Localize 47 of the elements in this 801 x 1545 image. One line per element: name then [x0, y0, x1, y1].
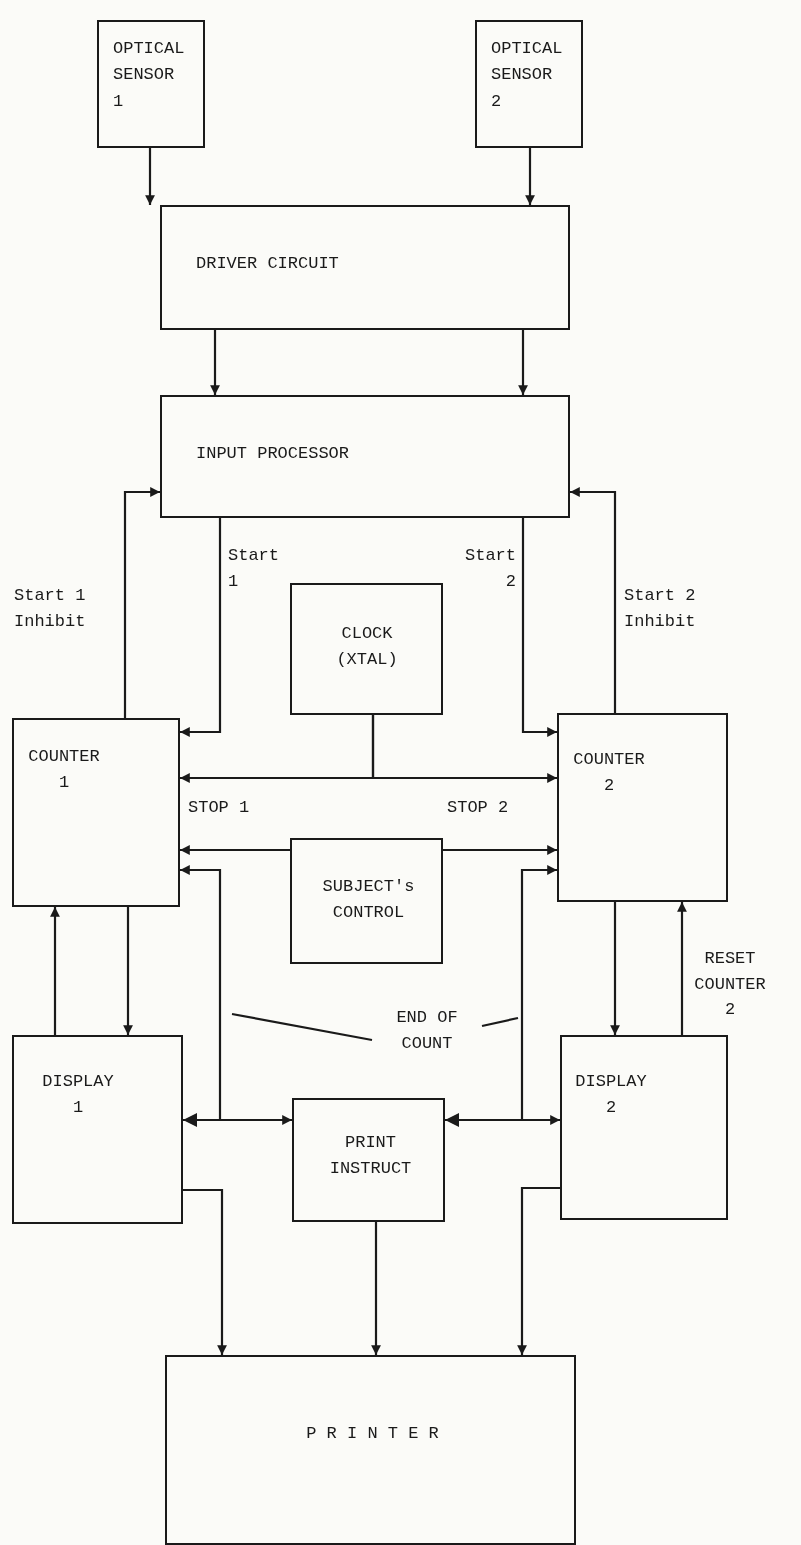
block-label: CLOCK (XTAL)	[335, 623, 399, 672]
block-label: INPUT PROCESSOR	[196, 443, 351, 465]
arrow	[180, 518, 222, 737]
block-box	[292, 1098, 445, 1222]
arrow	[445, 1113, 560, 1127]
arrow	[677, 902, 687, 1035]
arrow	[123, 487, 160, 718]
arrow	[145, 148, 155, 205]
block-box	[160, 395, 570, 518]
block-label: DISPLAY 2	[574, 1071, 648, 1120]
arrow	[517, 1186, 560, 1355]
arrow	[371, 1222, 381, 1355]
leader-line	[231, 1012, 373, 1042]
arrow	[525, 148, 535, 205]
block-label: DRIVER CIRCUIT	[196, 253, 340, 275]
block-label: COUNTER 2	[572, 749, 646, 798]
block-box	[475, 20, 583, 148]
block-box	[557, 713, 728, 902]
block-label: PRINT INSTRUCT	[328, 1132, 413, 1181]
arrow	[443, 845, 557, 855]
arrow	[183, 1113, 292, 1127]
block-box	[290, 583, 443, 715]
arrow	[180, 845, 290, 855]
block-label: COUNTER 1	[27, 746, 101, 795]
arrow	[518, 330, 528, 395]
block-box	[97, 20, 205, 148]
arrow	[570, 487, 617, 713]
leader-line	[481, 1016, 519, 1028]
block-label: SUBJECT's CONTROL	[321, 876, 416, 925]
block-label: P R I N T E R	[305, 1423, 440, 1445]
arrow	[371, 715, 557, 783]
arrow	[123, 907, 133, 1035]
arrow	[210, 330, 220, 395]
block-box	[12, 1035, 183, 1224]
arrow	[183, 1188, 227, 1355]
arrow	[50, 907, 60, 1035]
block-box	[290, 838, 443, 964]
block-box	[165, 1355, 576, 1545]
arrow	[521, 518, 557, 737]
block-box	[160, 205, 570, 330]
block-label: DISPLAY 1	[41, 1071, 115, 1120]
block-box	[12, 718, 180, 907]
block-label: OPTICAL SENSOR 2	[491, 38, 564, 113]
block-label: OPTICAL SENSOR 1	[113, 38, 186, 113]
block-box	[560, 1035, 728, 1220]
callout-text: END OF COUNT	[395, 1007, 459, 1056]
arrow	[610, 902, 620, 1035]
